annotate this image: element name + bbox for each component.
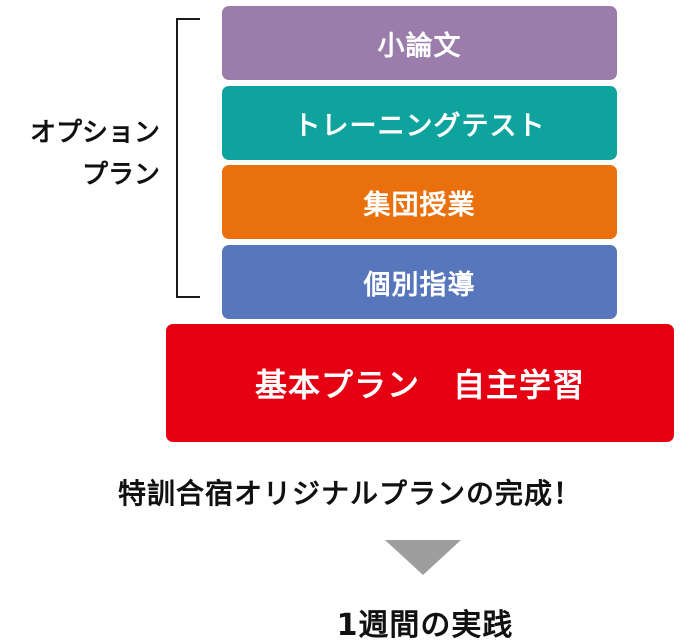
layer-training-test: トレーニングテスト xyxy=(222,86,617,160)
layer-essay: 小論文 xyxy=(222,6,617,80)
option-plan-label-line1: オプション xyxy=(29,118,160,148)
option-plan-label-line2: プラン xyxy=(81,160,160,190)
result-text: 1週間の実践 xyxy=(336,608,514,643)
layer-individual-guidance: 個別指導 xyxy=(222,245,617,319)
completion-text: 特訓合宿オリジナルプランの完成！ xyxy=(117,477,582,510)
basic-plan-block: 基本プラン 自主学習 xyxy=(166,324,674,442)
layer-group-class: 集団授業 xyxy=(222,165,617,239)
option-plan-label: オプション プラン xyxy=(0,112,160,196)
option-plan-bracket xyxy=(176,18,200,298)
down-arrow-icon xyxy=(385,540,461,575)
